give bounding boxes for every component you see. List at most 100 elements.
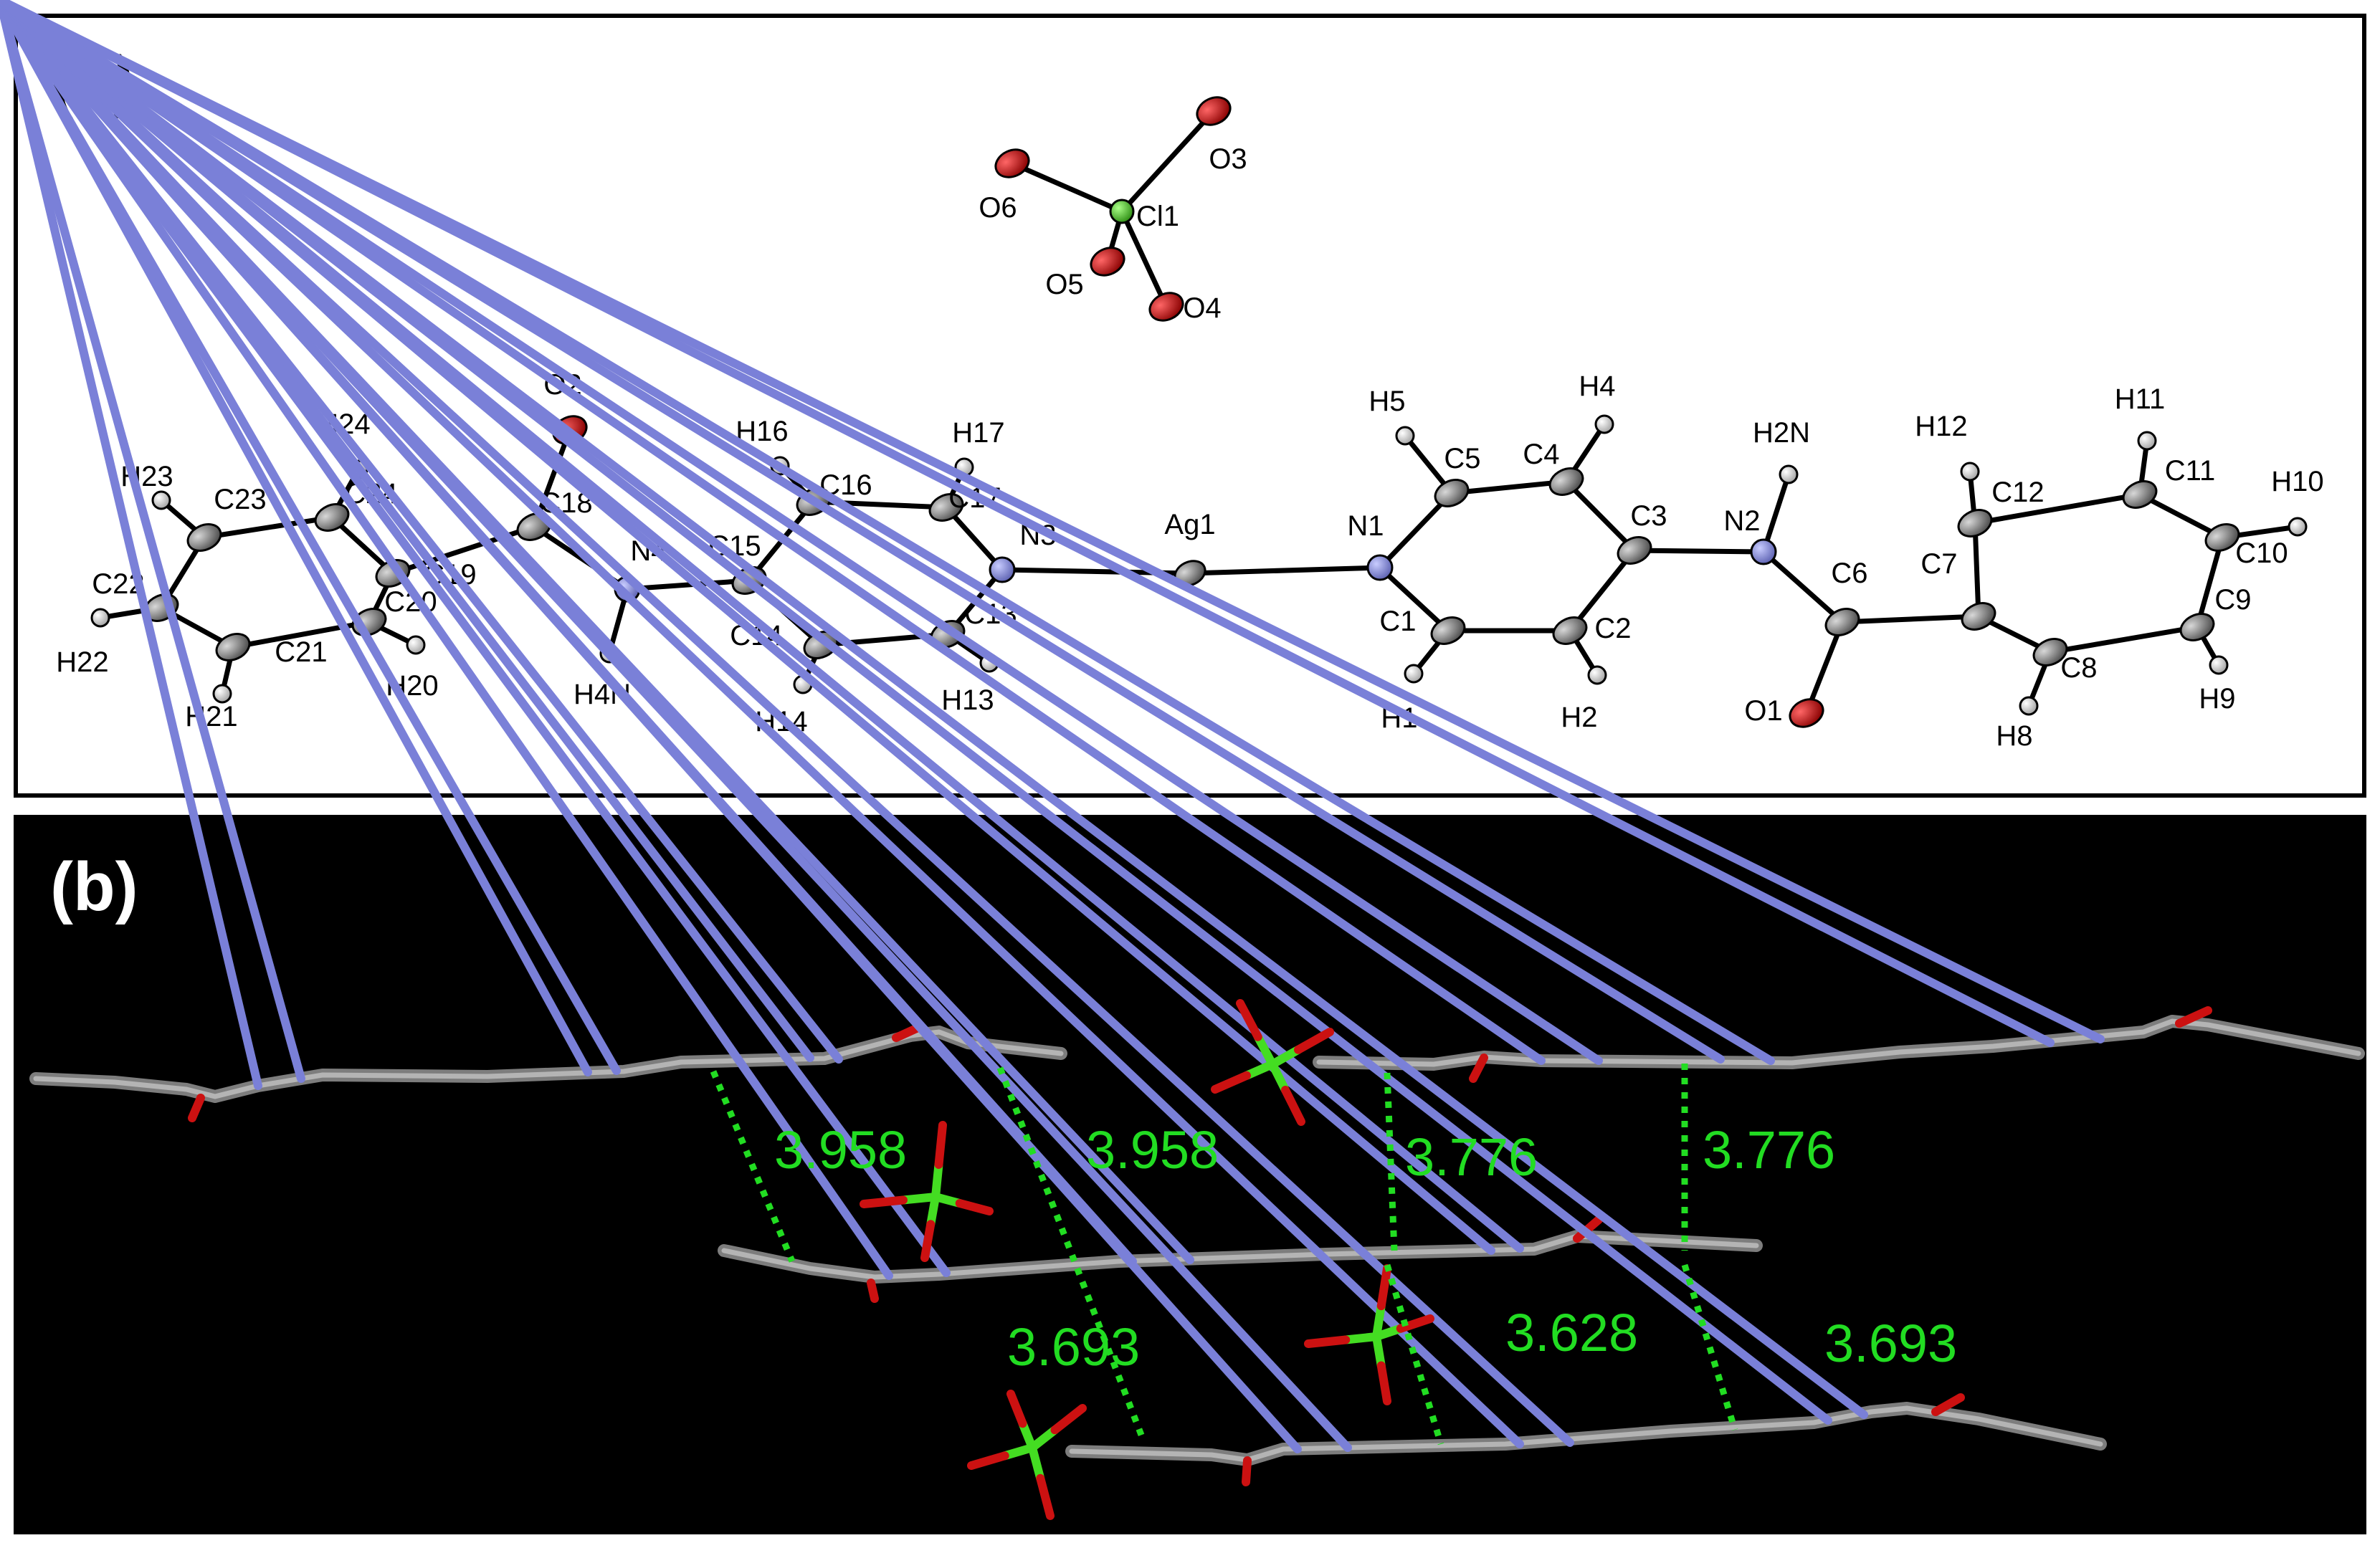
- distance-label: 3.628: [1505, 1303, 1638, 1362]
- bond-C7-C12: [1972, 520, 1981, 619]
- bond-N2-H2N: [1761, 472, 1791, 555]
- bond-C3-C2: [1567, 548, 1637, 634]
- distance-line: [1384, 1072, 1398, 1251]
- atom-label-c1: C1: [1379, 606, 1416, 637]
- atom-h23: [151, 490, 171, 510]
- chain-1: [0, 0, 1067, 1122]
- atom-h5: [1395, 426, 1415, 446]
- carbonyl-oxygen: [867, 1279, 879, 1303]
- bond-C11-C10: [2137, 492, 2225, 540]
- atom-c21: [215, 633, 251, 661]
- perchlorate-3: [1304, 1264, 1434, 1405]
- atom-c11: [2122, 480, 2158, 509]
- atom-c7: [1961, 602, 1996, 631]
- atom-c3: [1617, 536, 1652, 565]
- chain-4: [0, 0, 2107, 1486]
- atom-c4: [1548, 467, 1584, 496]
- atom-label-h17: H17: [952, 417, 1004, 449]
- atom-h2n: [1779, 464, 1799, 484]
- bond-Cl1-O3: [1119, 108, 1217, 214]
- distance-line: [1384, 1263, 1444, 1446]
- atom-h10: [2288, 517, 2308, 537]
- perchlorate-2: [860, 1121, 994, 1262]
- atom-label-h22: H22: [56, 646, 108, 678]
- atom-c10: [2204, 523, 2240, 552]
- atom-label-ag1: Ag1: [1164, 509, 1215, 540]
- distance-label: 3.776: [1405, 1127, 1538, 1187]
- atom-c12: [1957, 509, 1993, 538]
- bond-N4-C15: [624, 578, 752, 592]
- atom-label-o6: O6: [979, 192, 1017, 224]
- chain-2: [0, 0, 2365, 1083]
- atom-h12: [1960, 462, 1980, 482]
- carbonyl-oxygen: [188, 1094, 205, 1122]
- atom-c5: [1434, 479, 1470, 507]
- atom-label-c10: C10: [2235, 538, 2288, 569]
- atom-h9: [2209, 655, 2229, 675]
- atom-label-c6: C6: [1831, 558, 1867, 589]
- bond-N2-C6: [1761, 549, 1845, 625]
- perchlorate-4: [967, 1390, 1087, 1520]
- carbonyl-oxygen: [2175, 1006, 2212, 1028]
- distance-line: [1681, 1263, 1738, 1431]
- atom-o6: [994, 148, 1030, 178]
- bond-C3-N2: [1632, 548, 1766, 555]
- distance-label: 3.776: [1703, 1120, 1835, 1180]
- atom-h1: [1404, 664, 1424, 684]
- atom-label-cl1: Cl1: [1136, 201, 1179, 232]
- carbonyl-oxygen: [1469, 1054, 1488, 1083]
- perchlorate-1: [1211, 999, 1334, 1126]
- bond-C5-C4: [1449, 479, 1569, 496]
- atom-n3: [989, 556, 1016, 583]
- distance-label: 3.693: [1824, 1314, 1957, 1373]
- panel-b-distance-labels: 3.958 3.958 3.776 3.776 3.693 3.628 3.693: [774, 1120, 1957, 1377]
- atom-h20: [406, 635, 426, 655]
- bond-C12-C11: [1972, 492, 2143, 526]
- atom-n1: [1366, 554, 1394, 581]
- atom-label-h12: H12: [1915, 411, 1967, 442]
- panel-b-perchlorates: [860, 999, 1434, 1520]
- atom-h22: [90, 608, 110, 628]
- distance-label: 3.958: [774, 1120, 907, 1180]
- atom-h21: [212, 684, 232, 704]
- atom-label-o1: O1: [1744, 695, 1782, 727]
- atom-label-h9: H9: [2199, 683, 2235, 715]
- atom-label-c7: C7: [1920, 548, 1957, 580]
- atom-label-c11: C11: [2165, 455, 2215, 487]
- atom-c17: [928, 493, 964, 522]
- atom-label-c3: C3: [1630, 500, 1667, 532]
- atom-c8: [2032, 638, 2068, 666]
- atom-label-h8: H8: [1996, 720, 2032, 752]
- bond-C1-N1: [1377, 565, 1451, 634]
- atom-label-c9: C9: [2214, 584, 2251, 616]
- panel-b-distance-lines: [710, 1064, 1738, 1446]
- distance-line: [996, 1066, 1147, 1442]
- bond-C4-C3: [1563, 479, 1637, 553]
- atom-h2: [1587, 665, 1607, 685]
- bond-C6-O1: [1804, 619, 1845, 716]
- atom-o4: [1148, 292, 1184, 322]
- atom-label-c4: C4: [1523, 439, 1559, 470]
- panel-b-chains: [0, 0, 2365, 1486]
- atom-label-h11: H11: [2115, 383, 2165, 415]
- atom-label-n1: N1: [1347, 510, 1384, 542]
- distance-label: 3.958: [1086, 1120, 1219, 1180]
- atom-label-c23: C23: [214, 484, 266, 515]
- distance-label: 3.693: [1007, 1317, 1140, 1377]
- bond-C6-C7: [1839, 613, 1981, 625]
- atom-cl1: [1109, 199, 1135, 224]
- atom-o1: [1789, 698, 1824, 728]
- atom-label-o5: O5: [1045, 269, 1083, 300]
- carbonyl-oxygen: [1931, 1393, 1965, 1416]
- atom-o5: [1090, 247, 1125, 277]
- atom-label-c2: C2: [1594, 613, 1631, 644]
- atom-h8: [2019, 696, 2039, 716]
- atom-h4: [1594, 414, 1614, 434]
- atom-label-c21: C21: [275, 636, 327, 668]
- bond-C9-C8: [2047, 624, 2200, 655]
- panel-b-label: (b): [50, 849, 138, 925]
- atom-h11: [2137, 431, 2157, 451]
- atom-label-h13: H13: [941, 684, 994, 716]
